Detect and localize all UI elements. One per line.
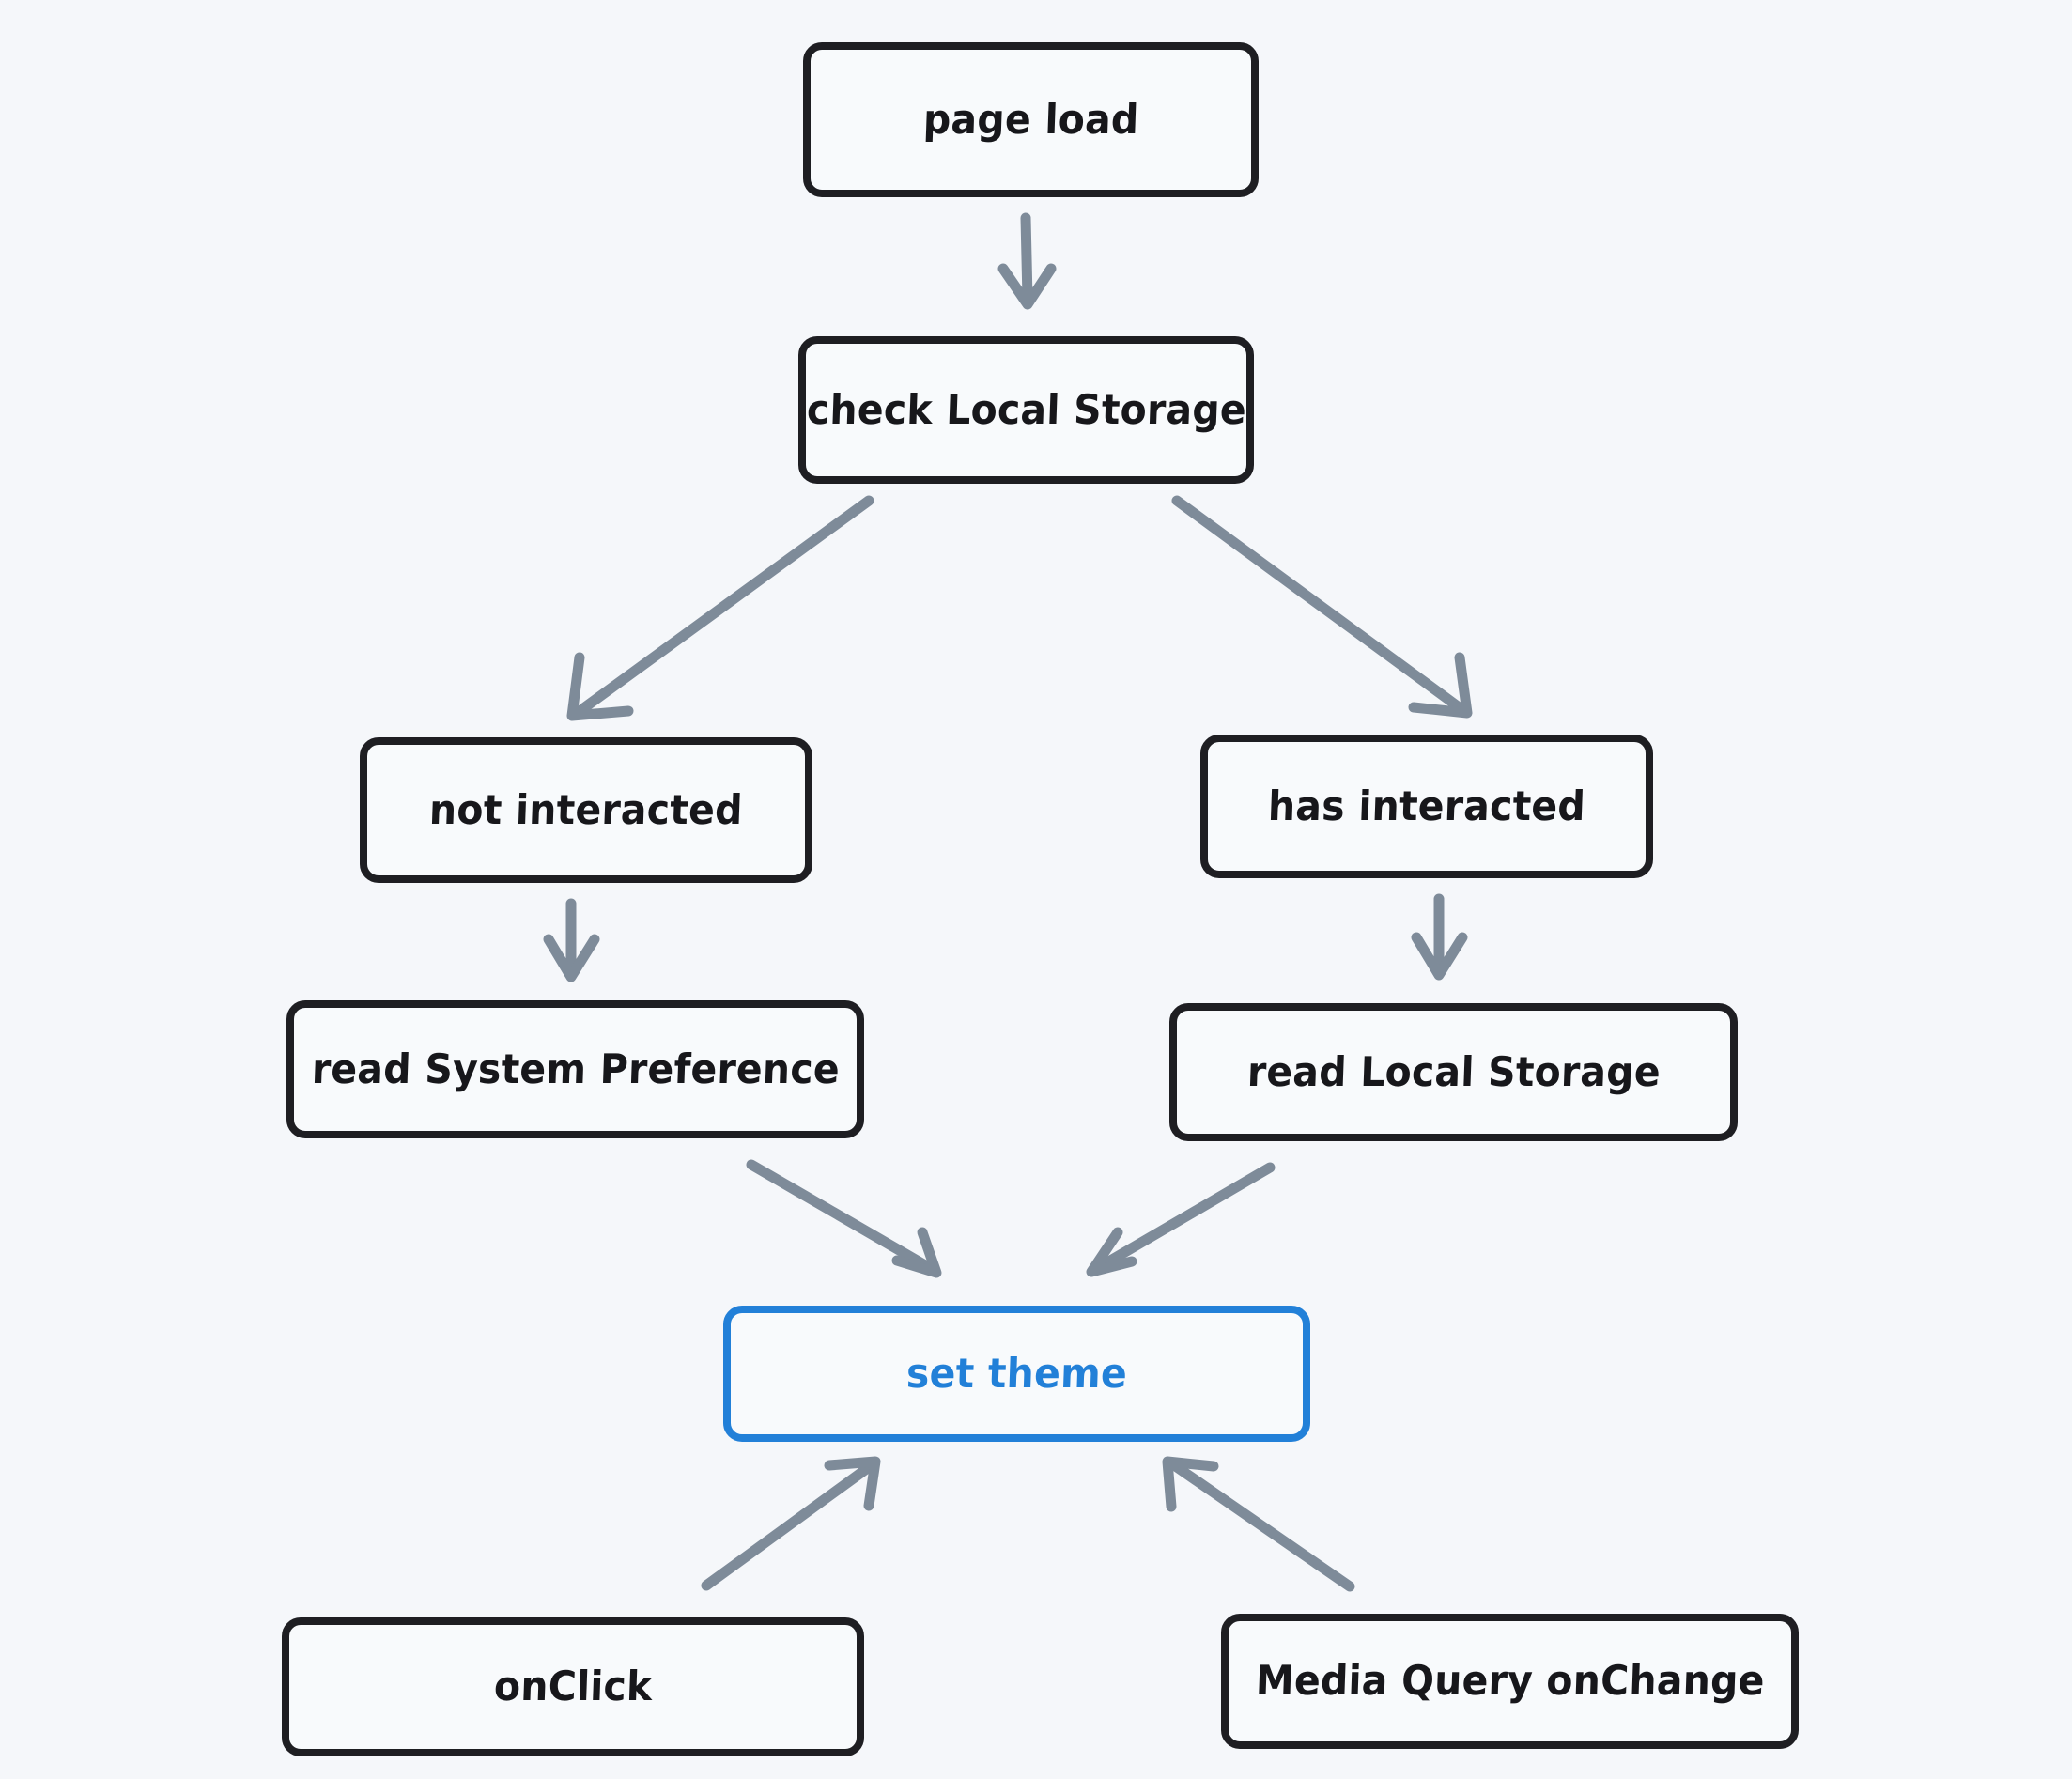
edge-read-system-pref-to-set-theme [746, 1159, 942, 1278]
node-label: set theme [905, 1349, 1128, 1398]
node-not-interacted[interactable]: not interacted [360, 737, 812, 883]
node-media-query-onchange[interactable]: Media Query onChange [1221, 1614, 1799, 1749]
node-label: Media Query onChange [1254, 1656, 1766, 1705]
node-read-local-storage[interactable]: read Local Storage [1169, 1003, 1738, 1141]
node-label: has interacted [1267, 781, 1586, 830]
edge-media-query-onchange-to-set-theme [1162, 1456, 1355, 1592]
edge-has-interacted-to-read-local-storage [1411, 893, 1468, 981]
node-label: not interacted [428, 785, 744, 834]
node-label: page load [921, 95, 1140, 144]
edge-not-interacted-to-read-system-pref [543, 898, 600, 982]
node-label: onClick [492, 1662, 654, 1710]
edge-read-local-storage-to-set-theme [1086, 1162, 1276, 1277]
node-has-interacted[interactable]: has interacted [1200, 735, 1653, 878]
edge-page-load-to-check-local-storage [997, 212, 1057, 310]
node-label: read System Preference [310, 1044, 841, 1093]
edge-check-local-storage-to-has-interacted [1171, 495, 1473, 719]
node-label: check Local Storage [805, 385, 1247, 434]
node-page-load[interactable]: page load [803, 42, 1259, 197]
node-check-local-storage[interactable]: check Local Storage [798, 336, 1254, 484]
node-onclick[interactable]: onClick [282, 1617, 864, 1756]
node-read-system-preference[interactable]: read System Preference [286, 1000, 864, 1138]
node-set-theme[interactable]: set theme [723, 1306, 1310, 1442]
edge-onclick-to-set-theme [701, 1456, 881, 1591]
edge-check-local-storage-to-not-interacted [566, 495, 874, 721]
node-label: read Local Storage [1245, 1047, 1662, 1096]
